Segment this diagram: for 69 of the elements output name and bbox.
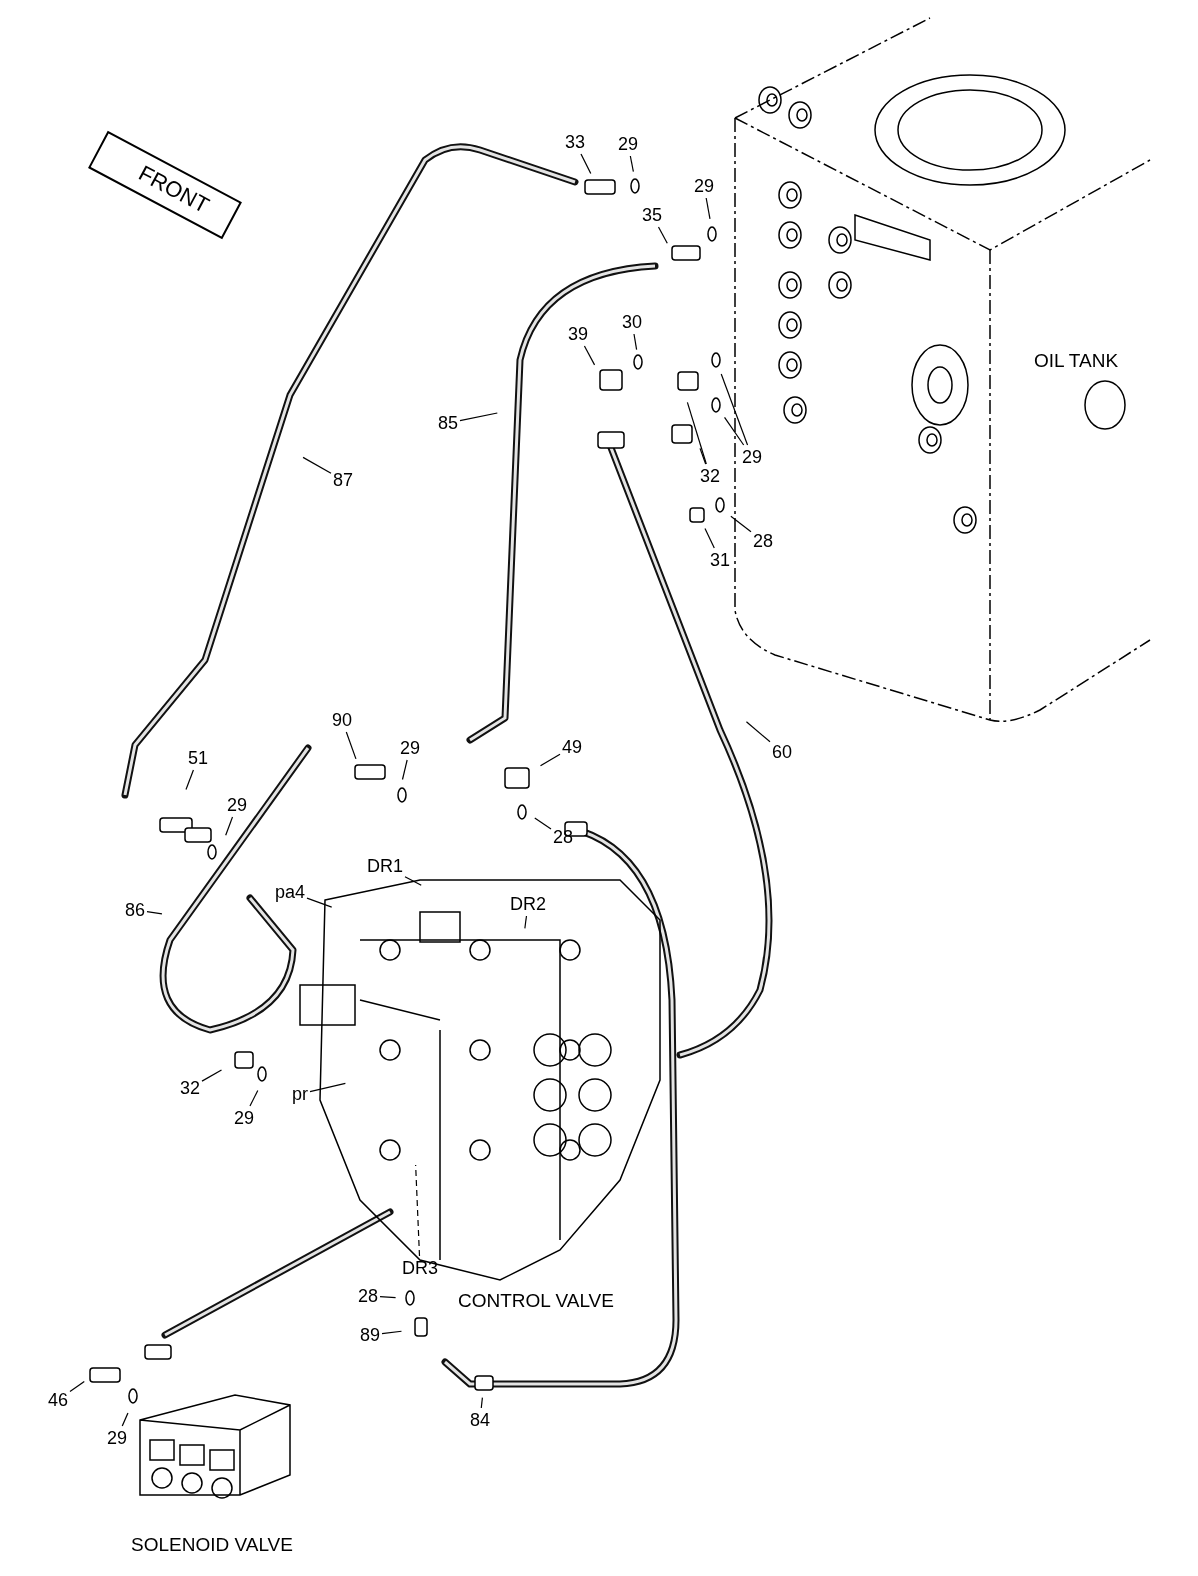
callout-number: 29	[234, 1108, 255, 1128]
leader-line	[720, 373, 749, 446]
leader-line	[730, 515, 752, 533]
leader-line	[699, 447, 707, 465]
leader-line	[401, 759, 408, 781]
callout-number: 86	[125, 900, 146, 920]
leader-line	[723, 416, 745, 446]
leader-line	[249, 1089, 259, 1107]
leader-line	[583, 345, 596, 366]
callout-number: 89	[360, 1325, 381, 1345]
callout-number: 28	[553, 827, 574, 847]
callout-number: 39	[568, 324, 589, 344]
leader-line	[459, 412, 498, 422]
callout-number: 30	[622, 312, 643, 332]
callout-number: 85	[438, 413, 459, 433]
leader-line	[534, 817, 552, 830]
port-label: DR1	[367, 856, 403, 876]
callout-number: 29	[694, 176, 715, 196]
callout-number: 60	[772, 742, 793, 762]
leader-line	[524, 915, 528, 929]
leader-line	[404, 876, 422, 886]
leader-line	[705, 197, 711, 220]
leader-line	[379, 1296, 397, 1299]
leader-line	[121, 1412, 129, 1427]
leader-line	[381, 1330, 403, 1335]
callout-number: 29	[618, 134, 639, 154]
leader-line	[146, 911, 163, 915]
port-label: DR2	[510, 894, 546, 914]
leader-line	[580, 153, 592, 175]
leader-line	[69, 1380, 85, 1393]
callout-number: 32	[180, 1078, 201, 1098]
leader-line	[306, 897, 333, 908]
callout-number: 29	[107, 1428, 128, 1448]
part-name-label: SOLENOID VALVE	[131, 1534, 293, 1556]
leader-line	[480, 1397, 483, 1409]
leader-line	[704, 527, 715, 549]
callout-number: 46	[48, 1390, 69, 1410]
leader-line	[686, 401, 707, 465]
callout-number: 87	[333, 470, 354, 490]
callout-number: 29	[227, 795, 248, 815]
leader-line	[201, 1069, 223, 1082]
callout-number: 29	[742, 447, 763, 467]
callout-number: 28	[753, 531, 774, 551]
part-name-label: CONTROL VALVE	[458, 1290, 614, 1312]
port-label: DR3	[402, 1258, 438, 1278]
leader-line	[633, 333, 638, 351]
leader-line	[225, 816, 234, 836]
callout-number: 31	[710, 550, 731, 570]
callout-number: 51	[188, 748, 209, 768]
leader-line	[302, 456, 332, 474]
leader-line	[539, 753, 561, 767]
callout-number: 29	[400, 738, 421, 758]
part-name-label: OIL TANK	[1034, 350, 1119, 372]
leader-line	[415, 1164, 421, 1257]
leader-line	[309, 1082, 346, 1093]
callout-number: 90	[332, 710, 353, 730]
callout-number: 35	[642, 205, 663, 225]
leader-line	[745, 721, 771, 743]
leader-line	[185, 769, 195, 791]
callout-number: 33	[565, 132, 586, 152]
leader-line	[629, 155, 634, 173]
port-label: pa4	[275, 882, 306, 902]
callout-number: 84	[470, 1410, 491, 1430]
port-label: pr	[292, 1084, 308, 1104]
callout-number: 49	[562, 737, 583, 757]
callout-number: 32	[700, 466, 721, 486]
leader-line	[345, 731, 357, 760]
leader-line	[657, 226, 668, 244]
callout-number: 28	[358, 1286, 379, 1306]
